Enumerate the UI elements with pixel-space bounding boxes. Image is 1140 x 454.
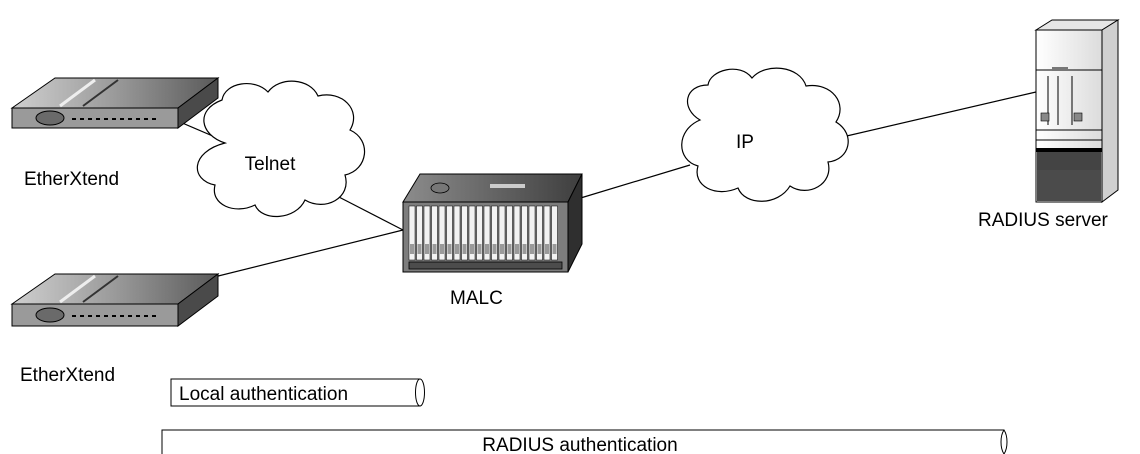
malc-line-card — [468, 205, 476, 261]
telnet-cloud: Telnet — [196, 80, 366, 218]
radius-authentication-label: RADIUS authentication — [482, 435, 677, 454]
malc-line-card — [438, 205, 446, 261]
link-telnet-malc — [334, 194, 404, 231]
malc-label: MALC — [450, 288, 503, 309]
malc-line-card — [513, 205, 521, 261]
malc-line-card-port — [530, 244, 534, 254]
malc-line-card-port — [455, 244, 459, 254]
malc-line-card-port — [485, 244, 489, 254]
malc-line-card-port — [410, 244, 414, 254]
malc-line-card — [521, 205, 528, 261]
malc-line-card — [476, 205, 483, 261]
malc-line-cards — [408, 205, 558, 261]
malc-line-card-port — [425, 244, 429, 254]
malc-line-card — [528, 205, 536, 261]
malc-line-card-port — [522, 244, 527, 254]
link-ip-radius — [837, 91, 1037, 139]
link-etherxtend-bottom-malc — [189, 229, 404, 284]
etherxtend-top-device — [10, 77, 220, 129]
malc-line-card — [431, 205, 438, 261]
malc-line-card-port — [545, 244, 549, 254]
malc-line-card-port — [507, 244, 512, 254]
malc-line-card — [543, 205, 551, 261]
malc-line-card — [461, 205, 468, 261]
etherxtend-top-label: EtherXtend — [24, 169, 120, 190]
local-authentication-pipe: Local authentication — [170, 378, 425, 407]
malc-line-card — [536, 205, 543, 261]
malc-line-card-port — [447, 244, 452, 254]
malc-line-card — [423, 205, 431, 261]
malc-line-card — [416, 205, 423, 261]
malc-line-card-port — [470, 244, 474, 254]
malc-line-card — [446, 205, 453, 261]
malc-line-card-port — [537, 244, 542, 254]
malc-line-card-port — [552, 244, 557, 254]
ip-cloud: IP — [681, 67, 849, 202]
malc-device — [402, 173, 583, 273]
malc-line-card-port — [515, 244, 519, 254]
telnet-label: Telnet — [245, 154, 296, 175]
radius-server-device — [1034, 19, 1120, 203]
malc-line-card — [498, 205, 506, 261]
malc-line-card — [408, 205, 416, 261]
radius-server-label: RADIUS server — [978, 210, 1108, 231]
local-authentication-label: Local authentication — [179, 384, 348, 405]
malc-line-card — [453, 205, 461, 261]
malc-line-card-port — [417, 244, 422, 254]
ip-label: IP — [736, 132, 754, 153]
etherxtend-bottom-device — [10, 273, 220, 327]
link-etherxtend-top-telnet — [179, 121, 216, 138]
malc-line-card-port — [492, 244, 497, 254]
malc-line-card — [506, 205, 513, 261]
malc-line-card — [551, 205, 558, 261]
etherxtend-bottom-label: EtherXtend — [20, 365, 116, 386]
malc-line-card — [483, 205, 491, 261]
malc-line-card-port — [440, 244, 444, 254]
malc-line-card-port — [500, 244, 504, 254]
radius-authentication-pipe: RADIUS authentication — [161, 429, 1008, 454]
malc-line-card — [491, 205, 498, 261]
malc-line-card-port — [477, 244, 482, 254]
link-malc-ip — [573, 164, 691, 201]
malc-line-card-port — [432, 244, 437, 254]
malc-line-card-port — [462, 244, 467, 254]
connection-lines — [179, 91, 1037, 284]
